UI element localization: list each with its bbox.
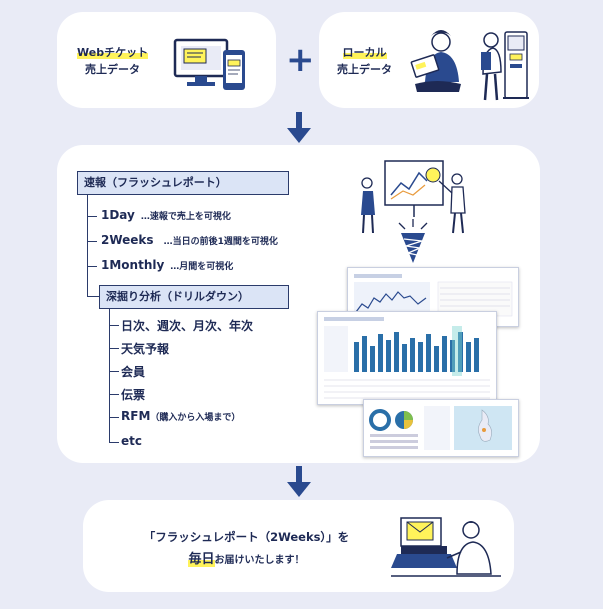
presenters-icon	[361, 160, 466, 234]
arrow-down-icon	[287, 112, 311, 143]
web-sales-line1: Webチケット	[77, 46, 149, 59]
flash-item: 2Weeks …当日の前後1週間を可視化	[101, 233, 278, 247]
envelope-laptop-person-icon	[391, 517, 501, 577]
web-sales-label: Webチケット 売上データ	[77, 44, 149, 78]
local-sales-label: ローカル 売上データ	[337, 44, 392, 78]
web-sales-card: Webチケット 売上データ	[57, 12, 276, 108]
flash-item-label: 1Monthly	[101, 258, 165, 272]
laptop-phone-icon	[173, 38, 245, 90]
drill-item: 会員	[121, 365, 146, 379]
drill-item-label: RFM	[121, 409, 151, 423]
delivery-highlight: 毎日	[188, 552, 215, 567]
shopper-icon	[410, 30, 529, 101]
drill-item: etc	[121, 434, 142, 448]
flash-item-desc: …月間を可視化	[170, 262, 234, 272]
drill-item: RFM（購入から入場まで）	[121, 409, 240, 423]
flash-item-label: 2Weeks	[101, 233, 154, 247]
drill-icon	[398, 219, 428, 263]
delivery-line1: 「フラッシュレポート（2Weeks）」を	[143, 530, 350, 544]
web-sales-line2: 売上データ	[85, 63, 141, 76]
plus-icon: +	[286, 40, 315, 80]
delivery-rest: お届けいたします！	[214, 555, 305, 566]
drilldown-box: 深掘り分析（ドリルダウン）	[99, 285, 289, 309]
flash-item: 1Day …速報で売上を可視化	[101, 208, 231, 222]
delivery-card: 「フラッシュレポート（2Weeks）」を 毎日お届けいたします！	[83, 500, 514, 592]
local-sales-line1: ローカル	[342, 46, 387, 59]
drill-item: 天気予報	[121, 342, 170, 356]
flash-item-label: 1Day	[101, 208, 135, 222]
drill-item: 日次、週次、月次、年次	[121, 319, 254, 333]
local-sales-card: ローカル 売上データ	[319, 12, 539, 108]
local-sales-line2: 売上データ	[337, 63, 392, 76]
delivery-message: 「フラッシュレポート（2Weeks）」を 毎日お届けいたします！	[119, 526, 374, 572]
flash-item: 1Monthly …月間を可視化	[101, 258, 233, 272]
dashboard-thumbnail	[363, 399, 519, 457]
delivery-line2: 毎日お届けいたします！	[119, 548, 374, 572]
dashboard-thumbnail	[317, 311, 497, 405]
arrow-down-icon	[287, 466, 311, 497]
flash-item-desc: …速報で売上を可視化	[140, 212, 231, 222]
flash-item-desc: …当日の前後1週間を可視化	[163, 237, 278, 247]
drill-item-desc: （購入から入場まで）	[150, 413, 241, 423]
analysis-card: 速報（フラッシュレポート） 1Day …速報で売上を可視化 2Weeks …当日の前…	[57, 145, 540, 463]
drill-item: 伝票	[121, 388, 146, 402]
flash-report-box: 速報（フラッシュレポート）	[77, 171, 289, 195]
